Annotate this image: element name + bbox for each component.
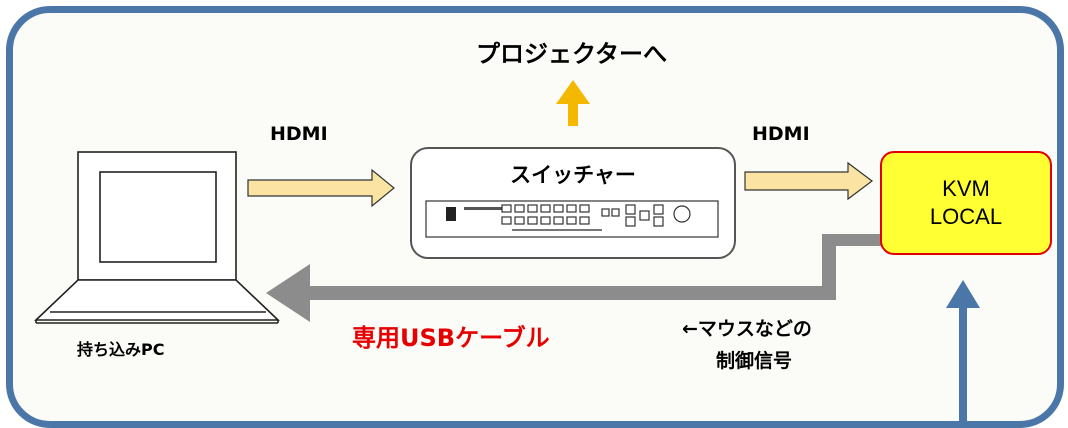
kvm-label-line2: LOCAL (929, 204, 1003, 229)
hdmi-arrow-right (744, 161, 873, 201)
switcher-box: スイッチャー (410, 147, 736, 259)
switcher-label: スイッチャー (510, 163, 636, 187)
usb-cable-path (266, 234, 888, 322)
laptop-icon (34, 151, 280, 324)
hdmi-label-left: HDMI (270, 123, 328, 145)
hdmi-label-right: HDMI (752, 123, 810, 145)
control-signal-line2: 制御信号 (716, 350, 793, 372)
usb-cable-label: 専用USBケーブル (352, 324, 550, 352)
kvm-label-line1: KVM (942, 176, 990, 201)
control-signal-arrow (946, 280, 980, 423)
switcher-device-icon (425, 200, 719, 238)
projector-label: プロジェクターへ (476, 40, 668, 68)
laptop-label: 持ち込みPC (77, 340, 165, 359)
control-signal-line1: ←マウスなどの (682, 318, 812, 340)
kvm-local-box: KVM LOCAL (880, 151, 1052, 255)
projector-arrow (556, 80, 590, 126)
hdmi-arrow-left (247, 168, 395, 208)
